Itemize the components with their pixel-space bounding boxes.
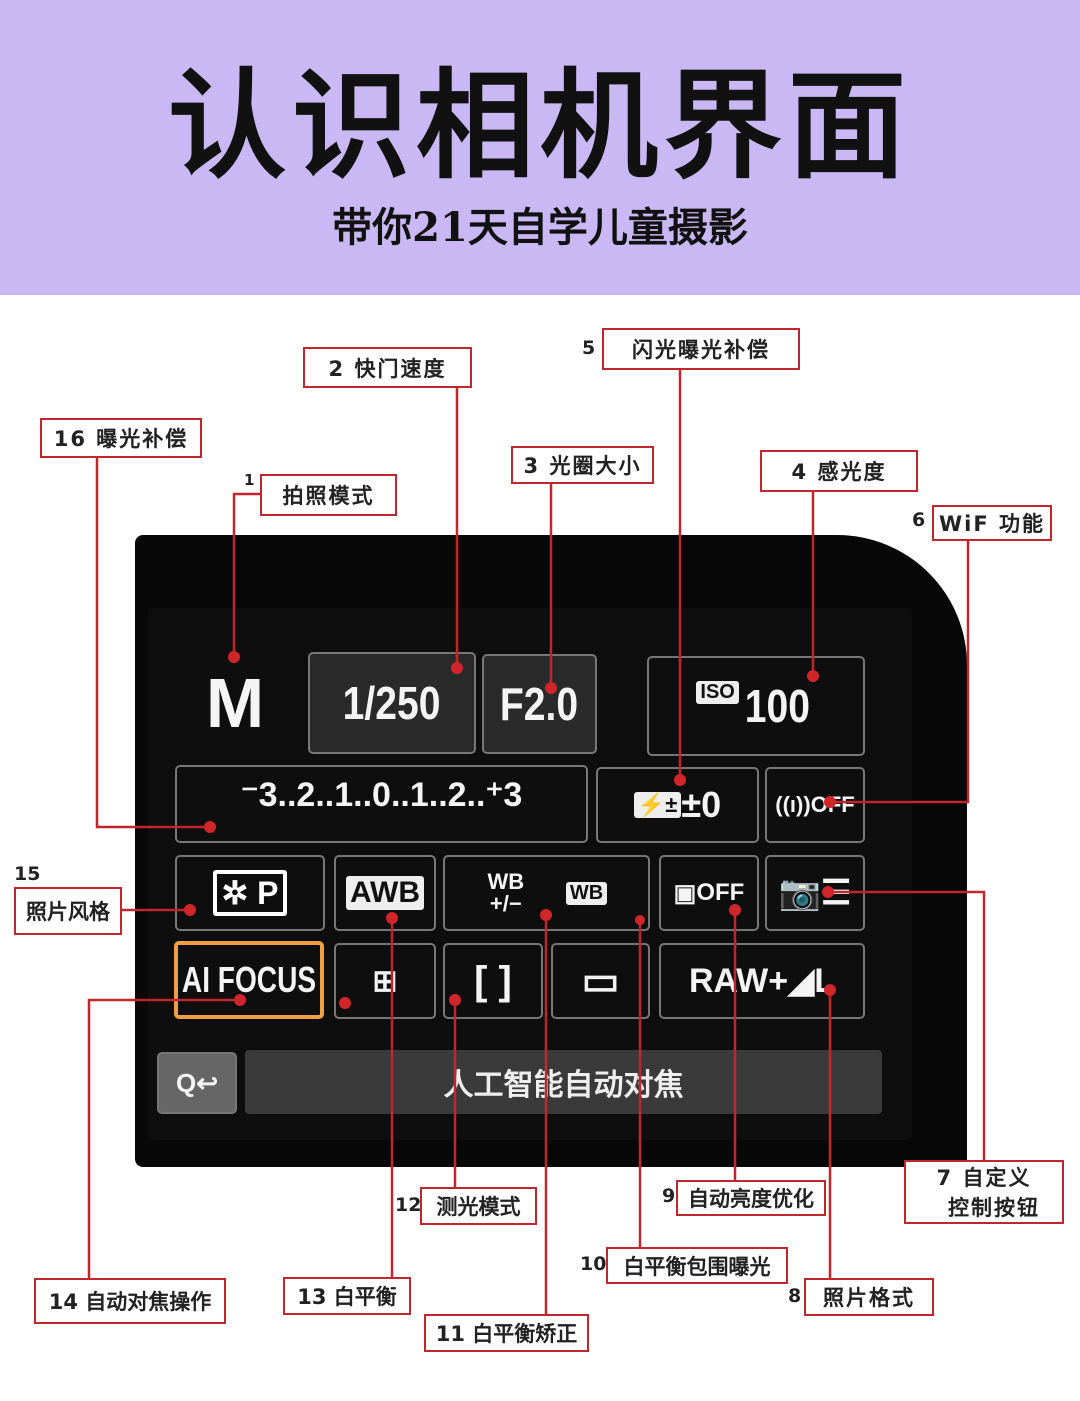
image-quality[interactable]: RAW+◢L	[659, 943, 865, 1019]
alo-icon: ▣	[673, 879, 697, 907]
callout-dot	[228, 651, 240, 663]
label-wb-bracket: 白平衡包围曝光	[606, 1247, 788, 1284]
callout-line-7	[828, 890, 986, 1160]
evaluative-metering-icon: ⊞	[372, 964, 398, 998]
callout-dot	[451, 662, 463, 674]
callout-dot	[339, 997, 351, 1009]
callout-dot	[824, 796, 836, 808]
label-white-balance: 13 白平衡	[283, 1277, 411, 1315]
label-image-quality: 照片格式	[804, 1278, 934, 1316]
label-7-line1: 7 自定义	[936, 1166, 1032, 1190]
callout-dot	[449, 994, 461, 1006]
label-10-number: 10	[580, 1253, 607, 1275]
label-iso: 4 感光度	[760, 450, 918, 492]
metering-center[interactable]: ▭	[551, 943, 650, 1019]
white-balance[interactable]: AWB	[334, 855, 436, 931]
callout-dot	[204, 821, 216, 833]
shutter-speed[interactable]: 1/250	[308, 652, 476, 754]
label-shooting-mode: 拍照模式	[260, 474, 397, 516]
label-wb-shift: 11 白平衡矫正	[424, 1314, 589, 1352]
label-custom-controls: 7 自定义控制按钮	[904, 1160, 1064, 1224]
label-6-number: 6	[912, 509, 926, 531]
header-banner: 认识相机界面 带你21天自学儿童摄影	[0, 0, 1080, 295]
callout-dot	[184, 904, 196, 916]
callout-dot	[822, 886, 834, 898]
callout-dot	[545, 682, 557, 694]
callout-dot	[386, 912, 398, 924]
shutter-value: 1/250	[343, 677, 441, 729]
alo-status: OFF	[696, 879, 745, 906]
label-wifi: WiF 功能	[932, 505, 1052, 541]
exposure-compensation[interactable]: ⁻3..2..1..0..1..2..⁺3	[175, 765, 588, 843]
partial-metering-icon: [ ]	[474, 958, 512, 1003]
label-aperture: 3 光圈大小	[511, 446, 654, 484]
wifi-function[interactable]: ((ı))OFF	[765, 767, 865, 843]
page-title: 认识相机界面	[167, 56, 912, 195]
metering-evaluative[interactable]: ⊞	[334, 943, 436, 1019]
callout-line-1	[232, 492, 260, 657]
picture-style[interactable]: ✲ P	[175, 855, 325, 931]
wb-bracket-icon: WB	[565, 881, 608, 905]
label-exposure-comp: 16 曝光补偿	[40, 418, 202, 458]
wb-shift-icon: WB +/−	[487, 869, 525, 916]
callout-dot	[824, 984, 836, 996]
quality-value: RAW+◢L	[688, 962, 836, 1000]
label-1-number: 1	[244, 471, 255, 489]
label-picture-style: 照片风格	[14, 887, 122, 935]
callout-dot	[234, 994, 246, 1006]
callout-dot	[540, 909, 552, 921]
af-value: AI FOCUS	[181, 959, 317, 1000]
wifi-icon: ((ı))	[775, 792, 811, 817]
label-af-operation: 14 自动对焦操作	[34, 1278, 226, 1324]
flash-comp-icon: ⚡±	[633, 792, 682, 818]
callout-line-14	[87, 998, 240, 1278]
label-metering: 测光模式	[420, 1187, 537, 1225]
callout-dot	[807, 670, 819, 682]
flash-comp-value: ±0	[681, 784, 722, 825]
center-metering-icon: ▭	[581, 959, 620, 1003]
auto-lighting-optimizer[interactable]: ▣OFF	[659, 855, 759, 931]
label-5-number: 5	[582, 337, 596, 359]
af-operation[interactable]: AI FOCUS	[174, 941, 324, 1019]
callout-dot	[729, 904, 741, 916]
label-12-number: 12	[395, 1194, 422, 1216]
callout-line-16	[95, 458, 210, 829]
callout-dot	[674, 774, 686, 786]
iso-icon: ISO	[696, 680, 739, 704]
label-9-number: 9	[662, 1185, 676, 1207]
label-alo: 自动亮度优化	[676, 1180, 826, 1216]
picture-style-icon: ✲ P	[213, 870, 287, 916]
q-return-button[interactable]: Q↩	[157, 1052, 237, 1114]
aperture[interactable]: F2.0	[482, 654, 597, 754]
page-subtitle: 带你21天自学儿童摄影	[332, 204, 748, 251]
label-7-line2: 控制按钮	[948, 1196, 1040, 1220]
label-shutter-speed: 2 快门速度	[303, 347, 472, 388]
label-flash-comp: 闪光曝光补偿	[602, 328, 800, 370]
callout-line-6	[830, 540, 970, 804]
aperture-value: F2.0	[500, 678, 579, 730]
label-8-number: 8	[788, 1285, 802, 1307]
awb-icon: AWB	[346, 876, 424, 910]
callout-dot	[635, 915, 645, 925]
status-message: 人工智能自动对焦	[245, 1050, 882, 1114]
iso-value: 100	[744, 680, 810, 732]
picture-style-value: P	[257, 875, 279, 911]
flash-exposure-comp[interactable]: ⚡±±0	[596, 767, 759, 843]
label-15-number: 15	[14, 863, 41, 885]
shooting-mode[interactable]: M	[205, 663, 265, 742]
metering-partial[interactable]: [ ]	[443, 943, 543, 1019]
